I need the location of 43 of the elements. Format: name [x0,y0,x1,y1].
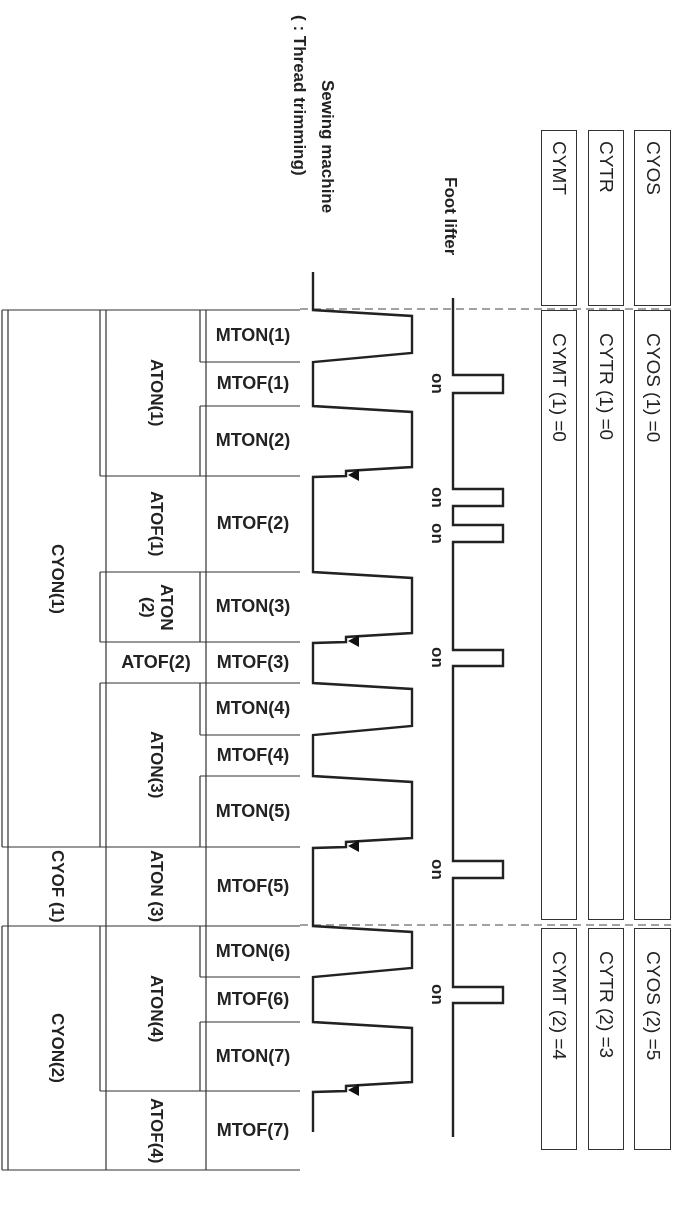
segment-label: MTON(6) [215,941,291,962]
state-label: on [427,647,446,668]
segment-label: CYON(2) [47,1013,67,1083]
segment-label: MTOF(7) [216,1120,290,1141]
state-label: on [427,984,446,1005]
state-label: on [427,373,446,394]
register-box: CYMT (1) =0 [541,310,577,920]
segment-label: MTON(1) [215,326,291,346]
segment-label: MTON(2) [215,431,291,451]
segment-label: MTON(5) [215,801,291,822]
segment-label: MTOF(5) [216,876,290,897]
segment-label: MTON(3) [215,597,291,617]
state-label: on [427,858,446,880]
register-box: CYMT (2) =4 [541,928,577,1150]
segment-label: ATON (3) [146,850,166,923]
register-box: CYOS (2) =5 [634,928,671,1150]
register-box: CYTR (2) =3 [588,928,624,1150]
state-label: on [427,522,446,544]
segment-label: MTOF(3) [216,652,290,673]
signal-label: Foot lifter [440,177,459,256]
register-box: CYOS (1) =0 [634,310,671,920]
register-box: CYOS [634,130,671,306]
segment-label: ATOF(1) [146,491,166,557]
state-label: on [427,486,446,508]
segment-label: ATON (2) [137,582,175,633]
register-box: CYMT [541,130,577,306]
segment-label: MTOF(6) [216,989,290,1010]
segment-label: ATON(1) [146,359,166,427]
register-box: CYTR (1) =0 [588,310,624,920]
segment-label: MTOF(1) [216,374,290,394]
segment-label: CYOF (1) [47,850,67,923]
segment-label: MTOF(2) [216,514,290,534]
segment-label: ATON(4) [146,974,166,1043]
segment-label: MTON(7) [215,1046,291,1067]
segment-label: MTON(4) [215,699,291,719]
segment-label: ATOF(4) [146,1097,166,1164]
signal-label: ( : Thread trimming) [289,15,308,176]
segment-label: ATON(3) [146,731,166,799]
register-box: CYTR [588,130,624,306]
segment-label: MTOF(4) [216,745,290,766]
segment-label: ATOF(2) [121,652,191,673]
signal-label: Sewing machine [317,80,336,214]
segment-label: CYON(1) [47,543,67,614]
